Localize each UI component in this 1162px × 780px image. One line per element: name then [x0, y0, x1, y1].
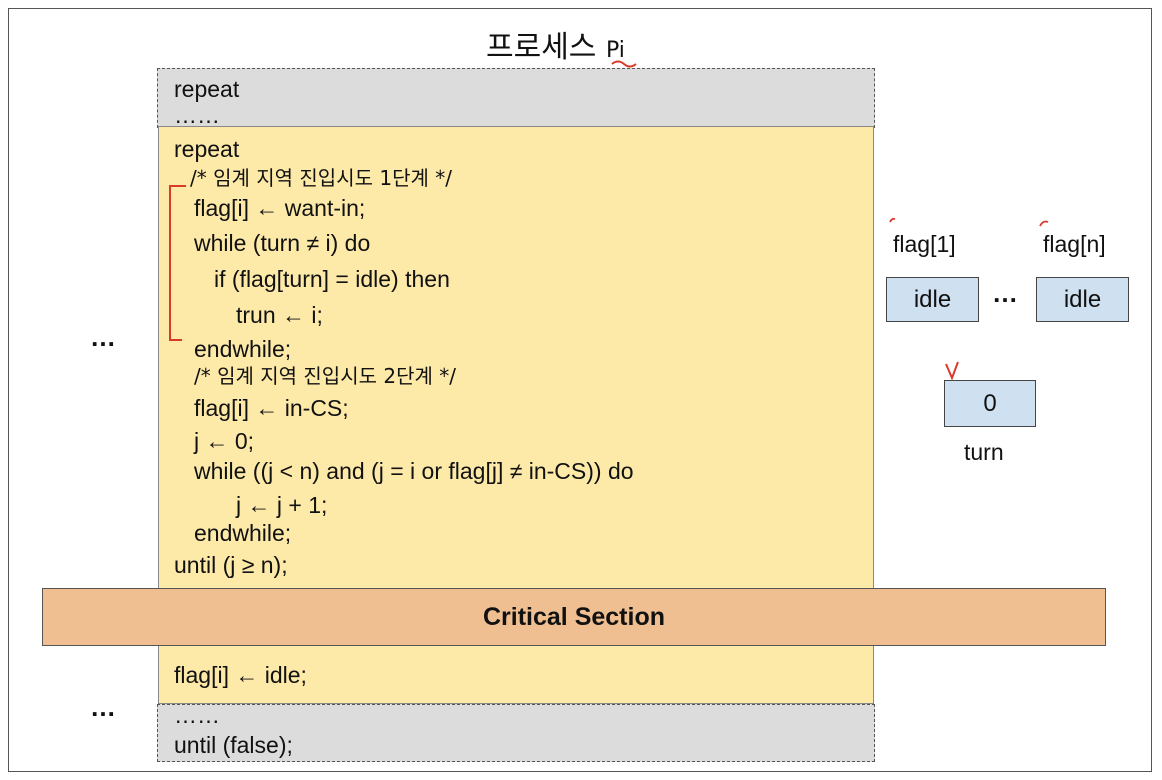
code-line: trun ← i; — [236, 302, 323, 328]
code-line: endwhile; — [194, 336, 292, 362]
code-line: while ((j < n) and (j = i or flag[j] ≠ i… — [194, 458, 634, 484]
diagram-frame — [8, 8, 1152, 772]
outer-ellipsis-bottom: …… — [174, 702, 220, 728]
critical-section: Critical Section — [42, 588, 1106, 646]
flag-last-value: idle — [1063, 285, 1102, 313]
flags-ellipsis: … — [992, 278, 1019, 308]
code-comment-stage2: /* 임계 지역 진입시도 2단계 */ — [194, 364, 456, 388]
flag-first-label: flag[1] — [893, 231, 956, 257]
left-dots-upper: … — [90, 322, 117, 352]
code-comment-stage1: /* 임계 지역 진입시도 1단계 */ — [190, 166, 452, 190]
code-line: endwhile; — [194, 520, 292, 546]
code-line: j ← 0; — [194, 428, 255, 454]
outer-until-label: until (false); — [174, 732, 293, 758]
title-main: 프로세스 — [486, 30, 597, 65]
flag-first-value: idle — [913, 285, 952, 313]
flag-first-box: idle — [886, 277, 979, 322]
title-sub: Pi — [605, 38, 625, 63]
exit-code-line: flag[i] ← idle; — [174, 662, 307, 688]
outer-repeat-block — [157, 68, 875, 128]
code-line: flag[i] ← want-in; — [194, 195, 366, 221]
flag-last-box: idle — [1036, 277, 1129, 322]
outer-until-block — [157, 704, 875, 762]
turn-value: 0 — [983, 389, 997, 417]
code-line: flag[i] ← in-CS; — [194, 395, 349, 421]
turn-label: turn — [964, 439, 1004, 465]
code-line: j ← j + 1; — [236, 492, 328, 518]
code-line: until (j ≥ n); — [174, 552, 288, 578]
turn-box: 0 — [944, 380, 1036, 427]
outer-repeat-label: repeat — [174, 76, 240, 102]
code-line: while (turn ≠ i) do — [194, 230, 371, 256]
page-title: 프로세스 Pi — [486, 22, 625, 66]
code-line: if (flag[turn] = idle) then — [214, 266, 450, 292]
left-dots-lower: … — [90, 692, 117, 722]
outer-ellipsis-top: …… — [174, 102, 220, 128]
code-line: repeat — [174, 136, 240, 162]
critical-section-label: Critical Section — [483, 602, 665, 631]
flag-last-label: flag[n] — [1043, 231, 1106, 257]
